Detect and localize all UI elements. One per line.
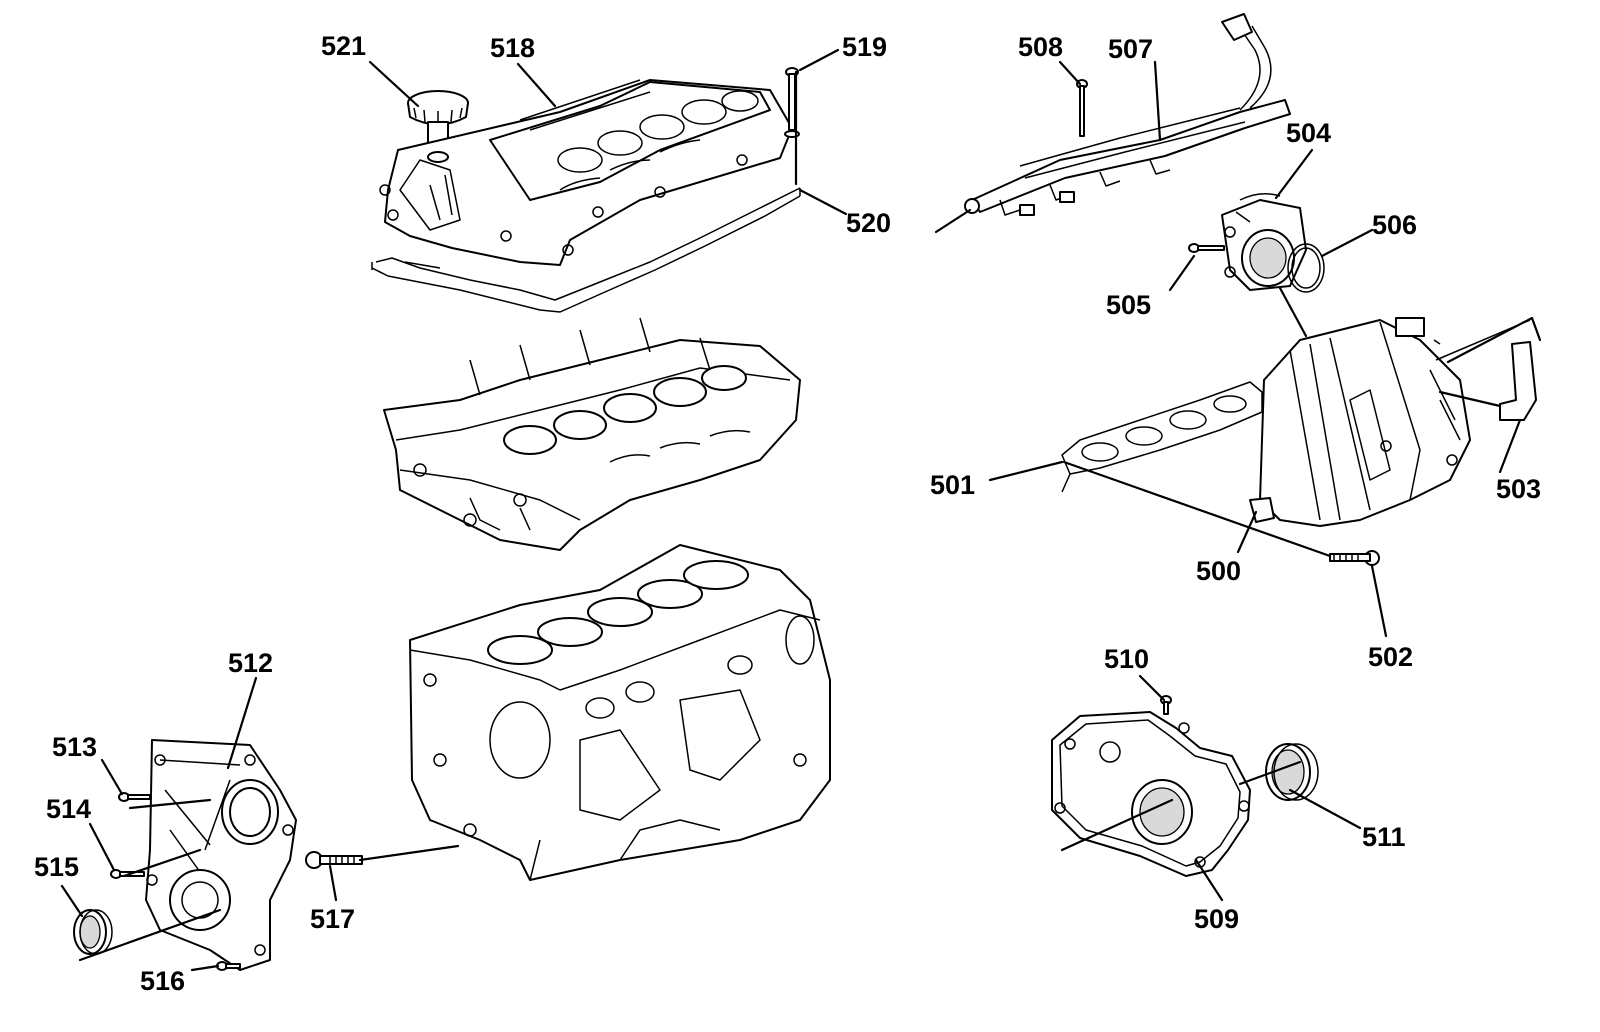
callout-515: 515 xyxy=(34,852,79,882)
leader-510 xyxy=(1138,674,1166,702)
cylinder-head xyxy=(383,317,801,551)
engine-front-cover xyxy=(145,739,297,971)
align-front-cover xyxy=(78,908,222,962)
callout-514: 514 xyxy=(46,794,91,824)
leader-517 xyxy=(328,864,338,902)
leader-520 xyxy=(798,188,848,216)
fuel-rail-bolt xyxy=(1076,79,1088,137)
callout-504: 504 xyxy=(1286,118,1331,148)
intake-manifold xyxy=(1249,317,1471,527)
leader-506 xyxy=(1320,228,1374,258)
leader-515 xyxy=(60,884,84,918)
callout-511: 511 xyxy=(1362,822,1406,852)
align-throttle xyxy=(1278,286,1308,338)
leader-501 xyxy=(988,460,1064,482)
callout-509: 509 xyxy=(1194,904,1239,934)
callout-521: 521 xyxy=(321,31,366,61)
leader-502 xyxy=(1370,564,1388,638)
engine-rear-cover xyxy=(1051,711,1251,877)
block-bolt-517 xyxy=(305,851,363,869)
align-front-bolt xyxy=(122,848,202,878)
leader-505 xyxy=(1168,254,1196,292)
leader-518 xyxy=(516,62,557,108)
callout-516: 516 xyxy=(140,966,185,996)
intake-manifold-gasket xyxy=(1061,381,1263,493)
callout-506: 506 xyxy=(1372,210,1417,240)
callout-510: 510 xyxy=(1104,644,1149,674)
leader-lines xyxy=(60,48,1522,972)
align-rear-seal xyxy=(1238,760,1302,786)
callout-512: 512 xyxy=(228,648,273,678)
align-pcv xyxy=(1438,390,1502,408)
callout-503: 503 xyxy=(1496,474,1541,504)
callout-502: 502 xyxy=(1368,642,1413,672)
callout-501: 501 xyxy=(930,470,975,500)
callout-505: 505 xyxy=(1106,290,1151,320)
align-pcv-2 xyxy=(1446,316,1542,364)
leader-513 xyxy=(100,758,124,796)
callout-520: 520 xyxy=(846,208,891,238)
leader-512 xyxy=(226,676,258,770)
callout-labels: 521 518 519 520 508 507 504 506 505 501 … xyxy=(34,31,1541,996)
leader-500 xyxy=(1236,510,1258,554)
leader-519 xyxy=(798,48,840,72)
callout-518: 518 xyxy=(490,33,535,63)
align-block-bolt xyxy=(358,844,460,862)
fuel-rail xyxy=(964,13,1291,216)
callout-500: 500 xyxy=(1196,556,1241,586)
leader-509 xyxy=(1194,858,1224,902)
engine-block xyxy=(409,544,831,881)
leader-507 xyxy=(1153,60,1162,142)
camshaft-cover xyxy=(379,79,793,266)
leader-503 xyxy=(1498,418,1522,474)
align-rear-cover xyxy=(1060,798,1174,852)
front-cover-bolt-516 xyxy=(216,961,241,971)
leader-508 xyxy=(1058,60,1082,86)
callout-507: 507 xyxy=(1108,34,1153,64)
callout-513: 513 xyxy=(52,732,97,762)
assembly-lines xyxy=(78,70,1542,962)
align-manifold xyxy=(1062,460,1332,558)
leader-511 xyxy=(1288,788,1362,830)
align-front-seal xyxy=(128,798,212,810)
leader-516 xyxy=(190,964,220,972)
callout-508: 508 xyxy=(1018,32,1063,62)
intake-manifold-bolt xyxy=(1329,550,1380,566)
throttle-body-seal xyxy=(1287,243,1325,293)
crankshaft-front-oil-seal xyxy=(73,909,113,955)
front-cover-bolt-513 xyxy=(118,792,151,802)
crankshaft-rear-oil-seal xyxy=(1265,743,1319,801)
leader-521 xyxy=(368,60,420,108)
throttle-body-bolt xyxy=(1188,243,1225,253)
callout-517: 517 xyxy=(310,904,355,934)
throttle-body xyxy=(1221,193,1307,291)
callout-519: 519 xyxy=(842,32,887,62)
align-fuel-rail xyxy=(934,208,972,234)
leader-514 xyxy=(88,822,116,872)
leader-504 xyxy=(1274,148,1314,200)
